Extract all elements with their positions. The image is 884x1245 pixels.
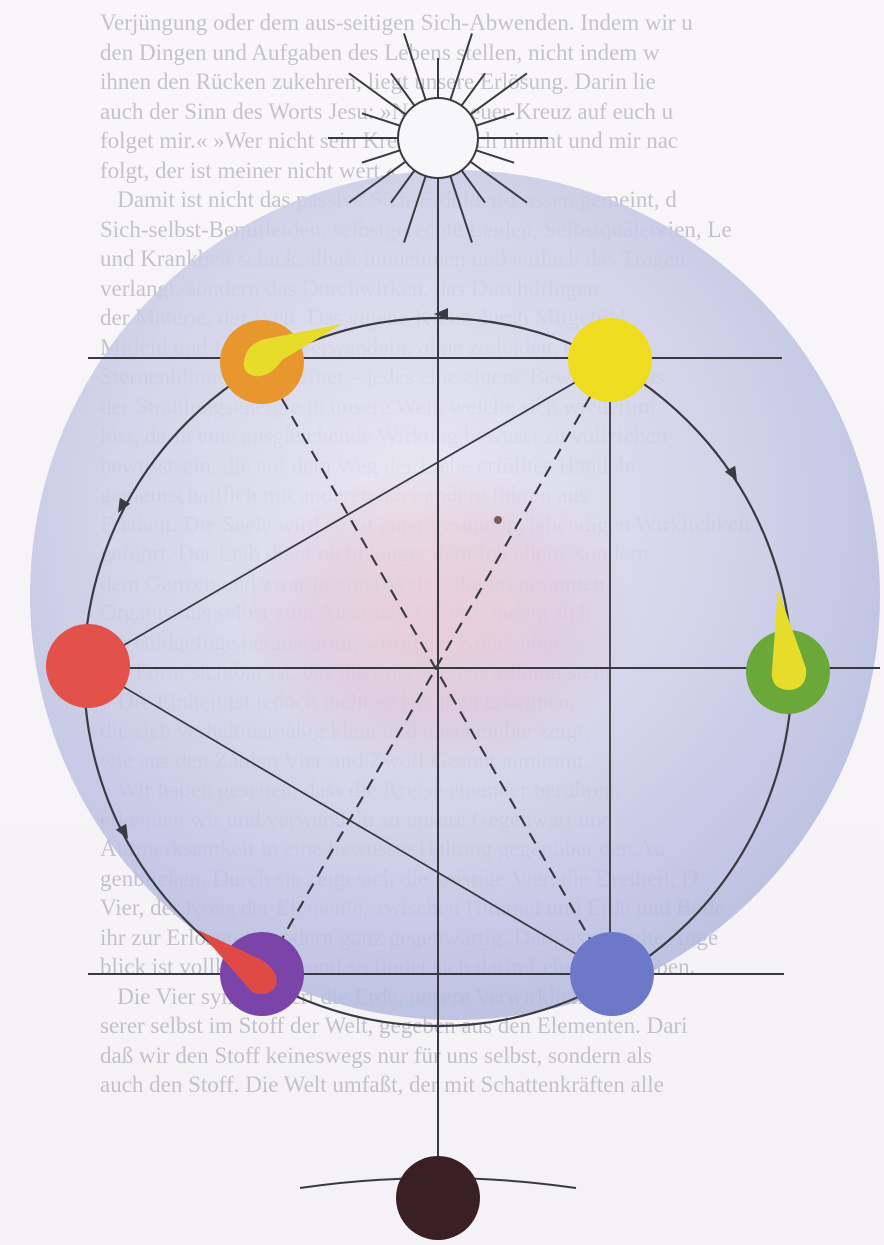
blue-node <box>570 932 654 1016</box>
sun-ray <box>404 176 426 243</box>
red-node <box>46 624 130 708</box>
sun-ray <box>462 170 486 202</box>
yellow-node <box>568 318 652 402</box>
sun-ray <box>476 150 514 162</box>
sun-ray <box>349 162 406 203</box>
sun-ray <box>450 176 472 243</box>
sun-disc <box>398 98 478 178</box>
diagonal-red-to-yellow <box>88 362 610 666</box>
sun-ray <box>362 150 400 162</box>
sun-ray <box>391 73 415 105</box>
sun-ray <box>462 73 486 105</box>
sun-ray <box>470 162 527 203</box>
sun-ray <box>476 113 514 125</box>
sun-ray <box>362 113 400 125</box>
sun-ray <box>470 73 527 114</box>
dark-node <box>396 1156 480 1240</box>
sun-ray <box>404 33 426 100</box>
sun-ray <box>349 73 406 114</box>
sun-ray <box>391 170 415 202</box>
center-dot <box>494 516 502 524</box>
sun-ray <box>450 33 472 100</box>
